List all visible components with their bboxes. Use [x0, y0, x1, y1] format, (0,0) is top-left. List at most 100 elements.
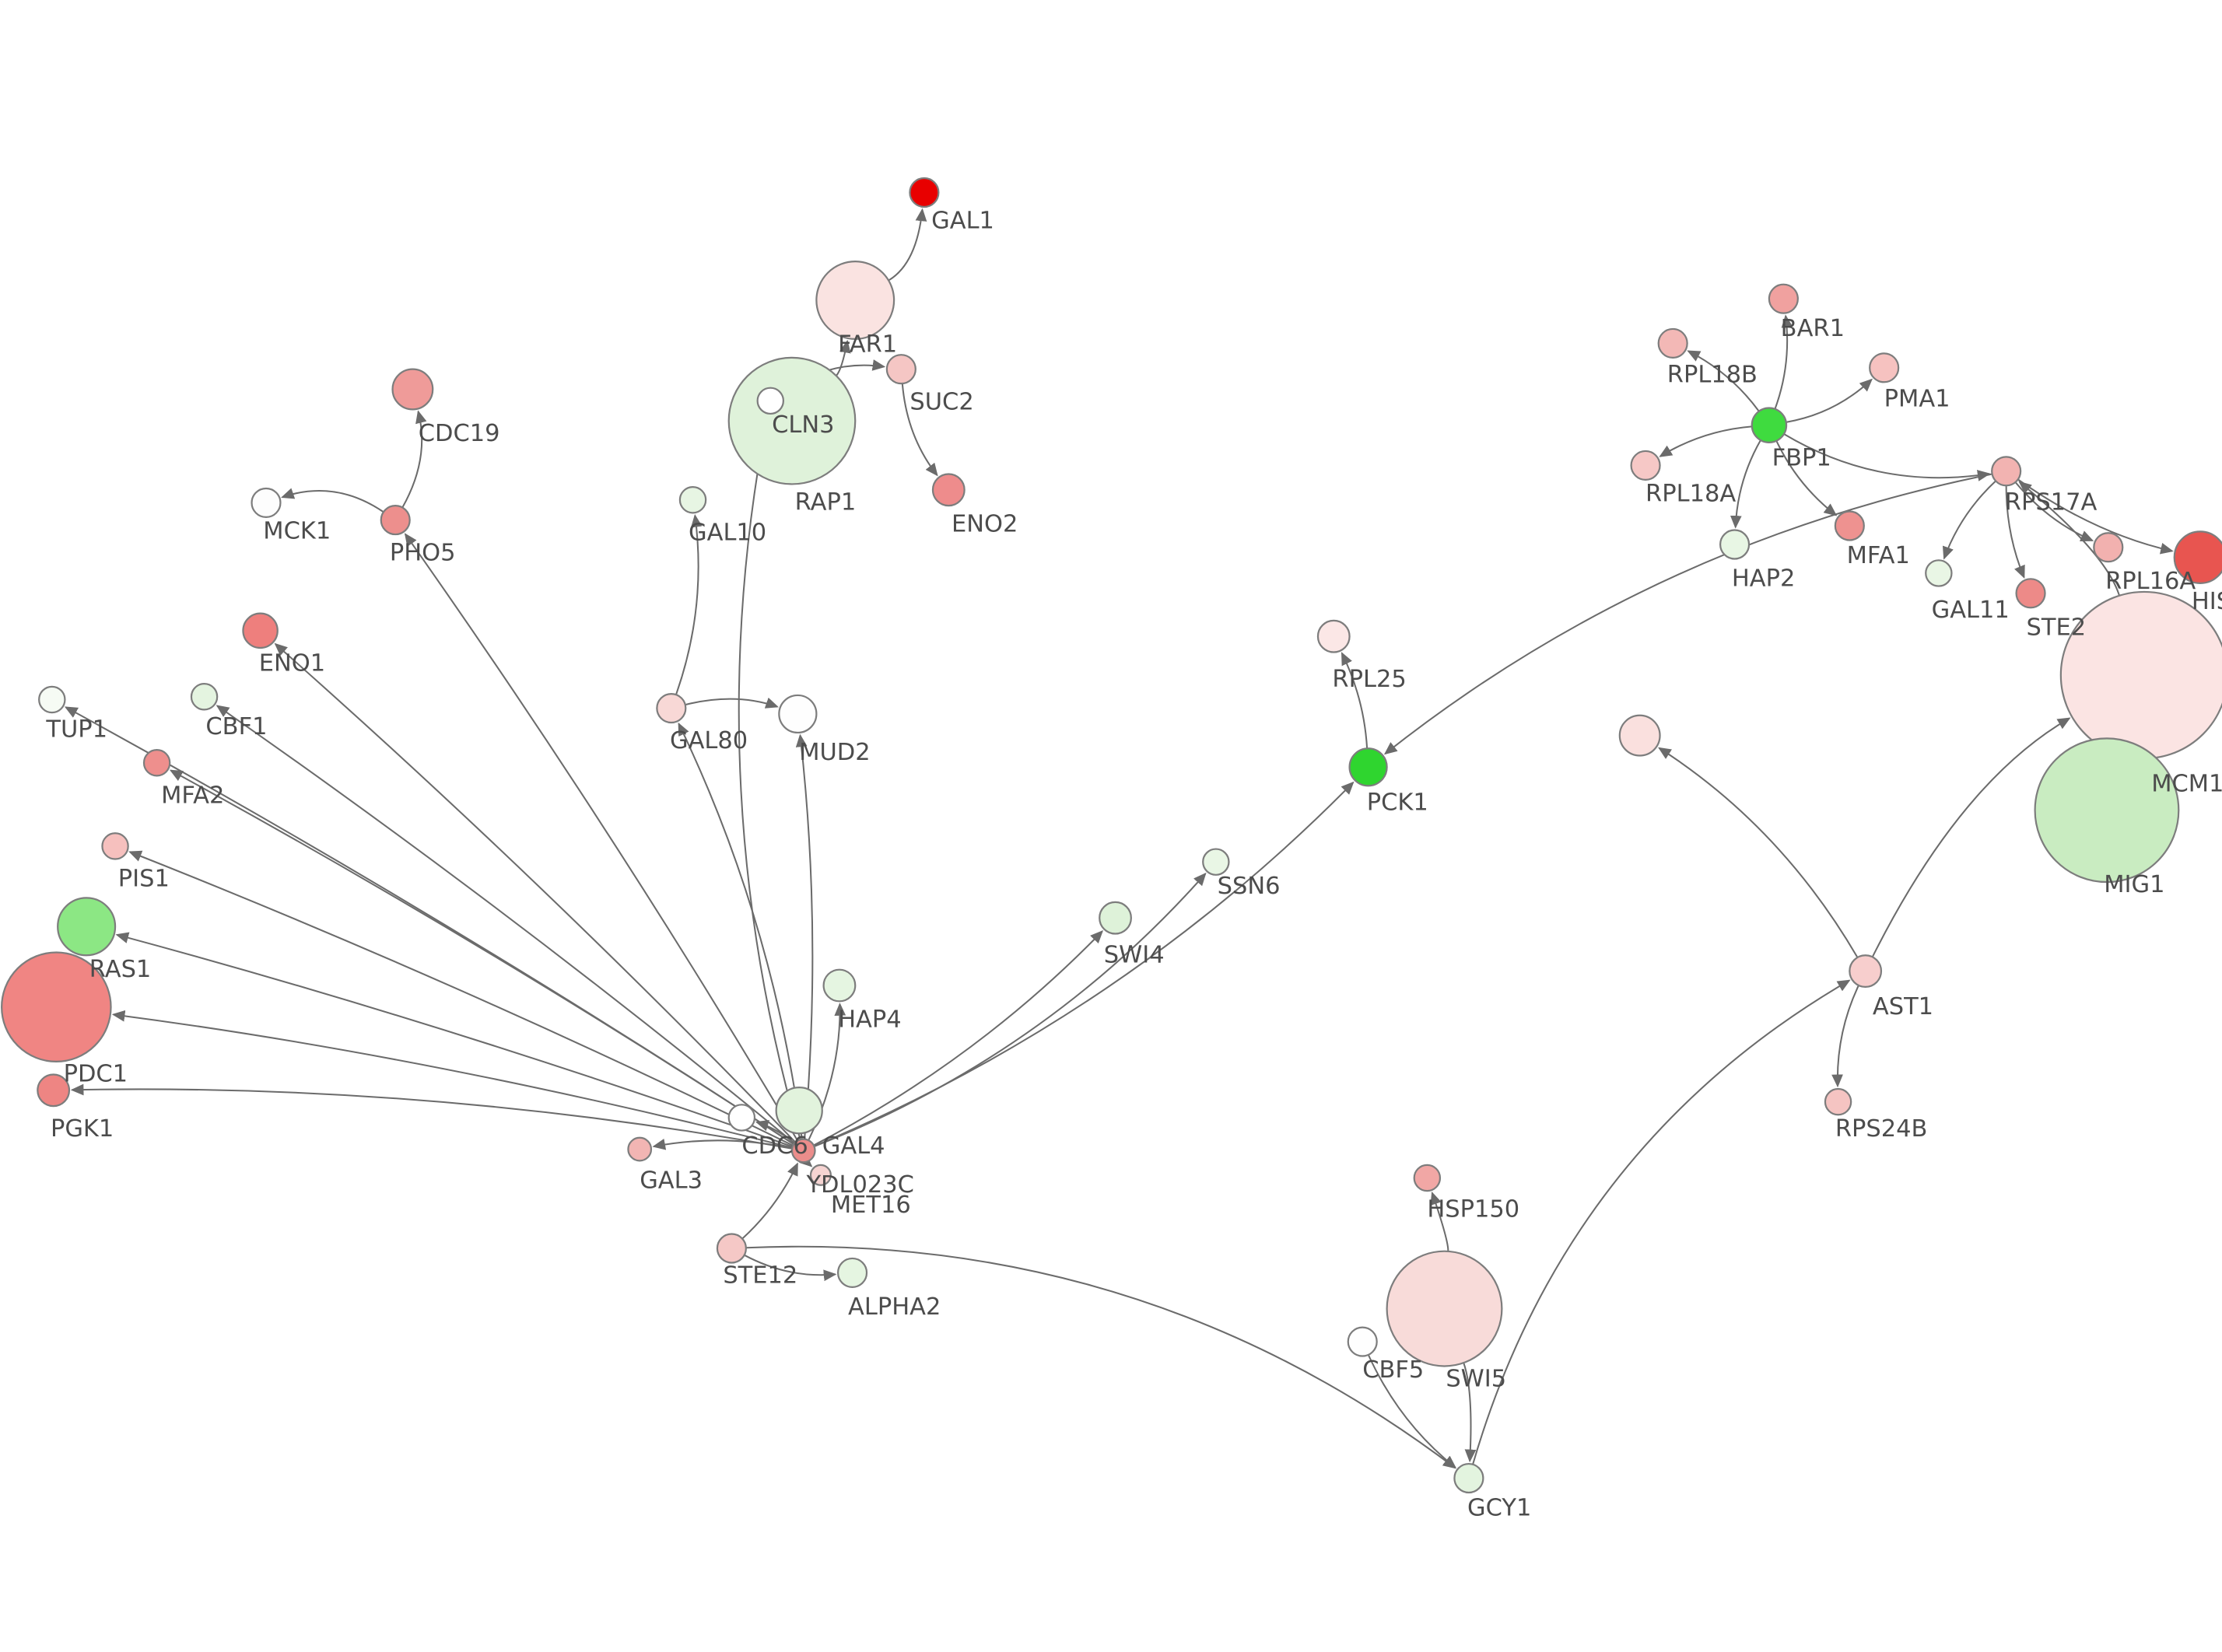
edge-FBP1-RPL18B[interactable] [1687, 350, 1760, 412]
edge-FBP1-PMA1[interactable] [1786, 378, 1873, 423]
node-MCK1[interactable] [251, 487, 282, 519]
node-PIS1[interactable] [101, 832, 129, 860]
edge-RPS17A-PCK1[interactable] [1383, 473, 1992, 755]
node-SWI4[interactable] [1099, 901, 1132, 935]
edge-GAL4-CBF1[interactable] [216, 705, 795, 1144]
edge-FBP1-BAR1[interactable] [1774, 314, 1793, 410]
edge-GAL80-MUD2[interactable] [685, 697, 779, 709]
node-SUC2[interactable] [885, 354, 916, 385]
edge-MCM1-RPS17A[interactable] [2018, 481, 2120, 597]
edge-SWI5-HSP150[interactable] [1430, 1191, 1449, 1251]
node-ALPHA2[interactable] [836, 1257, 868, 1288]
edge-GAL4-PDC1[interactable] [111, 1010, 793, 1149]
edge-GAL4-MFA2[interactable] [169, 769, 794, 1146]
node-NODEX[interactable] [1618, 714, 1661, 757]
node-FAR1[interactable] [815, 261, 895, 340]
edge-PHO5-MCK1[interactable] [281, 488, 384, 513]
node-YDL023C[interactable] [727, 1104, 756, 1132]
edge-AST1-RPS24B[interactable] [1831, 985, 1859, 1088]
node-SSN6[interactable] [1202, 848, 1230, 876]
node-HAP4[interactable] [822, 968, 857, 1003]
edge-GAL4-SWI4[interactable] [813, 930, 1104, 1146]
node-CBF5[interactable] [1347, 1326, 1378, 1357]
node-ENO1[interactable] [242, 612, 279, 649]
node-MET16[interactable] [809, 1164, 832, 1186]
node-PMA1[interactable] [1869, 352, 1900, 383]
node-PCK1[interactable] [1348, 747, 1388, 787]
node-BAR1[interactable] [1768, 283, 1799, 314]
node-MFA2[interactable] [142, 749, 171, 777]
node-GCY1[interactable] [1453, 1462, 1484, 1494]
node-label-GAL3: GAL3 [640, 1167, 703, 1194]
edge-STE12-GCY1[interactable] [745, 1245, 1456, 1469]
edge-RPS17A-HIS4[interactable] [2017, 478, 2174, 555]
node-MIG1[interactable] [2034, 737, 2180, 884]
edge-GAL4-SSN6[interactable] [814, 872, 1207, 1148]
edge-PCK1-RPL25[interactable] [1341, 652, 1369, 749]
edge-GCY1-AST1[interactable] [1472, 979, 1851, 1465]
edge-FBP1-RPL18A[interactable] [1659, 425, 1752, 457]
edge-GAL4-PIS1[interactable] [128, 850, 794, 1146]
node-TUP1[interactable] [38, 685, 66, 714]
node-GAL80[interactable] [656, 692, 687, 724]
edge-SUC2-ENO2[interactable] [901, 383, 938, 477]
edge-GAL4-GAL80[interactable] [678, 722, 803, 1139]
edge-PHO5-CDC19[interactable] [401, 410, 427, 509]
edge-GAL4-ENO1[interactable] [274, 642, 797, 1143]
node-SWI5[interactable] [1386, 1250, 1503, 1367]
node-RAS1[interactable] [57, 897, 117, 957]
edge-GAL4-PCK1[interactable] [814, 781, 1355, 1147]
edge-RPS17A-GAL11[interactable] [1942, 480, 1996, 560]
node-CLN3[interactable] [727, 356, 857, 485]
node-STE12[interactable] [716, 1233, 747, 1264]
node-CDC19[interactable] [391, 368, 434, 411]
node-PGK1[interactable] [37, 1073, 71, 1108]
edge-GAL4-PHO5[interactable] [404, 533, 799, 1142]
node-STE2[interactable] [2015, 578, 2046, 609]
edge-CLN3-FAR1[interactable] [836, 339, 851, 376]
node-CBF1[interactable] [190, 683, 219, 711]
edge-GAL4-RAS1[interactable] [115, 932, 794, 1148]
node-PDC1[interactable] [1, 951, 112, 1063]
node-HIS4[interactable] [2173, 530, 2222, 584]
node-HSP150[interactable] [1413, 1164, 1442, 1192]
node-RPL18B[interactable] [1657, 327, 1688, 359]
edge-GAL4-RAP1[interactable] [738, 415, 801, 1140]
edge-GAL4-MUD2[interactable] [795, 733, 814, 1139]
node-HAP2[interactable] [1719, 529, 1751, 560]
node-GAL11[interactable] [1925, 559, 1953, 587]
node-RAP1[interactable] [756, 387, 785, 415]
node-RPS24B[interactable] [1824, 1087, 1852, 1116]
edge-FAR1-GAL1[interactable] [888, 208, 927, 282]
edge-GAL80-GAL10[interactable] [675, 514, 703, 695]
edge-STE12-GAL4[interactable] [741, 1162, 798, 1240]
edge-FBP1-HAP2[interactable] [1730, 439, 1761, 529]
node-RPL25[interactable] [1316, 619, 1351, 653]
edge-GAL4-PGK1[interactable] [70, 1083, 793, 1150]
node-GAL3[interactable] [627, 1136, 653, 1162]
node-MUD2[interactable] [778, 694, 818, 734]
edge-FBP1-MFA1[interactable] [1775, 440, 1838, 516]
node-MFA1[interactable] [1834, 510, 1865, 541]
node-RPL16A[interactable] [2093, 532, 2124, 563]
node-GAL4[interactable] [790, 1138, 816, 1164]
edge-CBF5-GCY1[interactable] [1367, 1354, 1456, 1468]
node-AST1[interactable] [1849, 954, 1883, 988]
node-FBP1[interactable] [1751, 407, 1788, 443]
node-ENO2[interactable] [931, 473, 966, 507]
edge-GAL4-GAL3[interactable] [652, 1139, 793, 1150]
edge-GAL4-YDL023C[interactable] [755, 1120, 795, 1144]
edge-AST1-NODEX[interactable] [1658, 747, 1859, 958]
edge-SWI5-GCY1[interactable] [1463, 1362, 1477, 1463]
node-GAL1[interactable] [909, 177, 940, 208]
edge-RPS17A-STE2[interactable] [2005, 485, 2025, 579]
node-RPL18A[interactable] [1630, 450, 1661, 481]
node-label-STE12: STE12 [723, 1262, 797, 1289]
node-CDC6[interactable] [775, 1087, 823, 1135]
node-RPS17A[interactable] [1991, 456, 2022, 487]
edge-FBP1-RPS17A[interactable] [1783, 433, 1991, 481]
edge-AST1-MCM1[interactable] [1871, 717, 2071, 957]
node-GAL10[interactable] [678, 486, 707, 514]
node-PHO5[interactable] [380, 505, 411, 536]
edge-STE12-ALPHA2[interactable] [744, 1254, 837, 1282]
